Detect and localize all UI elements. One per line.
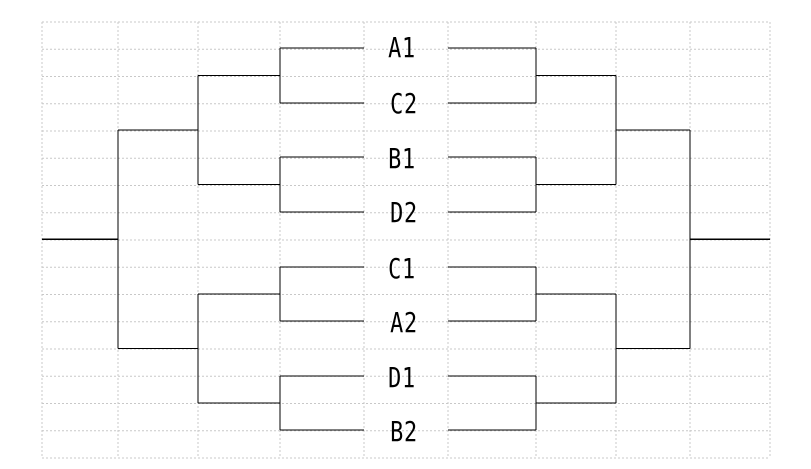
team-label-8: B2 bbox=[390, 415, 418, 448]
bracket-lines bbox=[42, 47, 770, 431]
team-label-7: D1 bbox=[388, 361, 416, 394]
team-label-3: B1 bbox=[388, 142, 416, 175]
team-label-6: A2 bbox=[390, 306, 418, 339]
team-label-1: A1 bbox=[388, 31, 416, 64]
team-label-5: C1 bbox=[388, 252, 416, 285]
team-label-4: D2 bbox=[390, 196, 418, 229]
team-label-2: C2 bbox=[390, 87, 418, 120]
background-grid bbox=[41, 21, 771, 459]
